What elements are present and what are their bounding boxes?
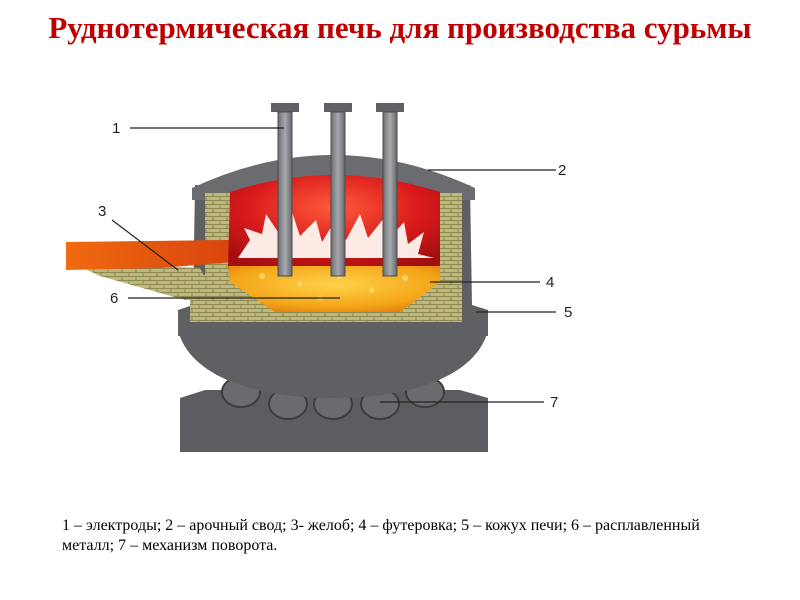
callout-1: 1	[112, 120, 120, 137]
legend-caption: 1 – электроды; 2 – арочный свод; 3- жело…	[62, 517, 700, 554]
callout-5: 5	[564, 304, 572, 321]
chute-support	[70, 262, 205, 300]
furnace-diagram: 1 2 3 4 5 6 7	[66, 103, 572, 452]
molten-metal	[228, 266, 440, 312]
callout-3: 3	[98, 203, 106, 220]
shell-bottom	[178, 330, 488, 398]
electrodes	[271, 103, 404, 277]
page-title: Руднотермическая печь для производства с…	[48, 10, 752, 45]
callout-6: 6	[110, 290, 118, 307]
pouring-chute	[66, 240, 234, 270]
base-platform	[180, 390, 488, 452]
callout-4: 4	[546, 274, 554, 291]
callout-7: 7	[550, 394, 558, 411]
leader-lines	[111, 127, 556, 403]
callout-2: 2	[558, 162, 566, 179]
callout-numbers: 1 2 3 4 5 6 7	[98, 120, 572, 411]
